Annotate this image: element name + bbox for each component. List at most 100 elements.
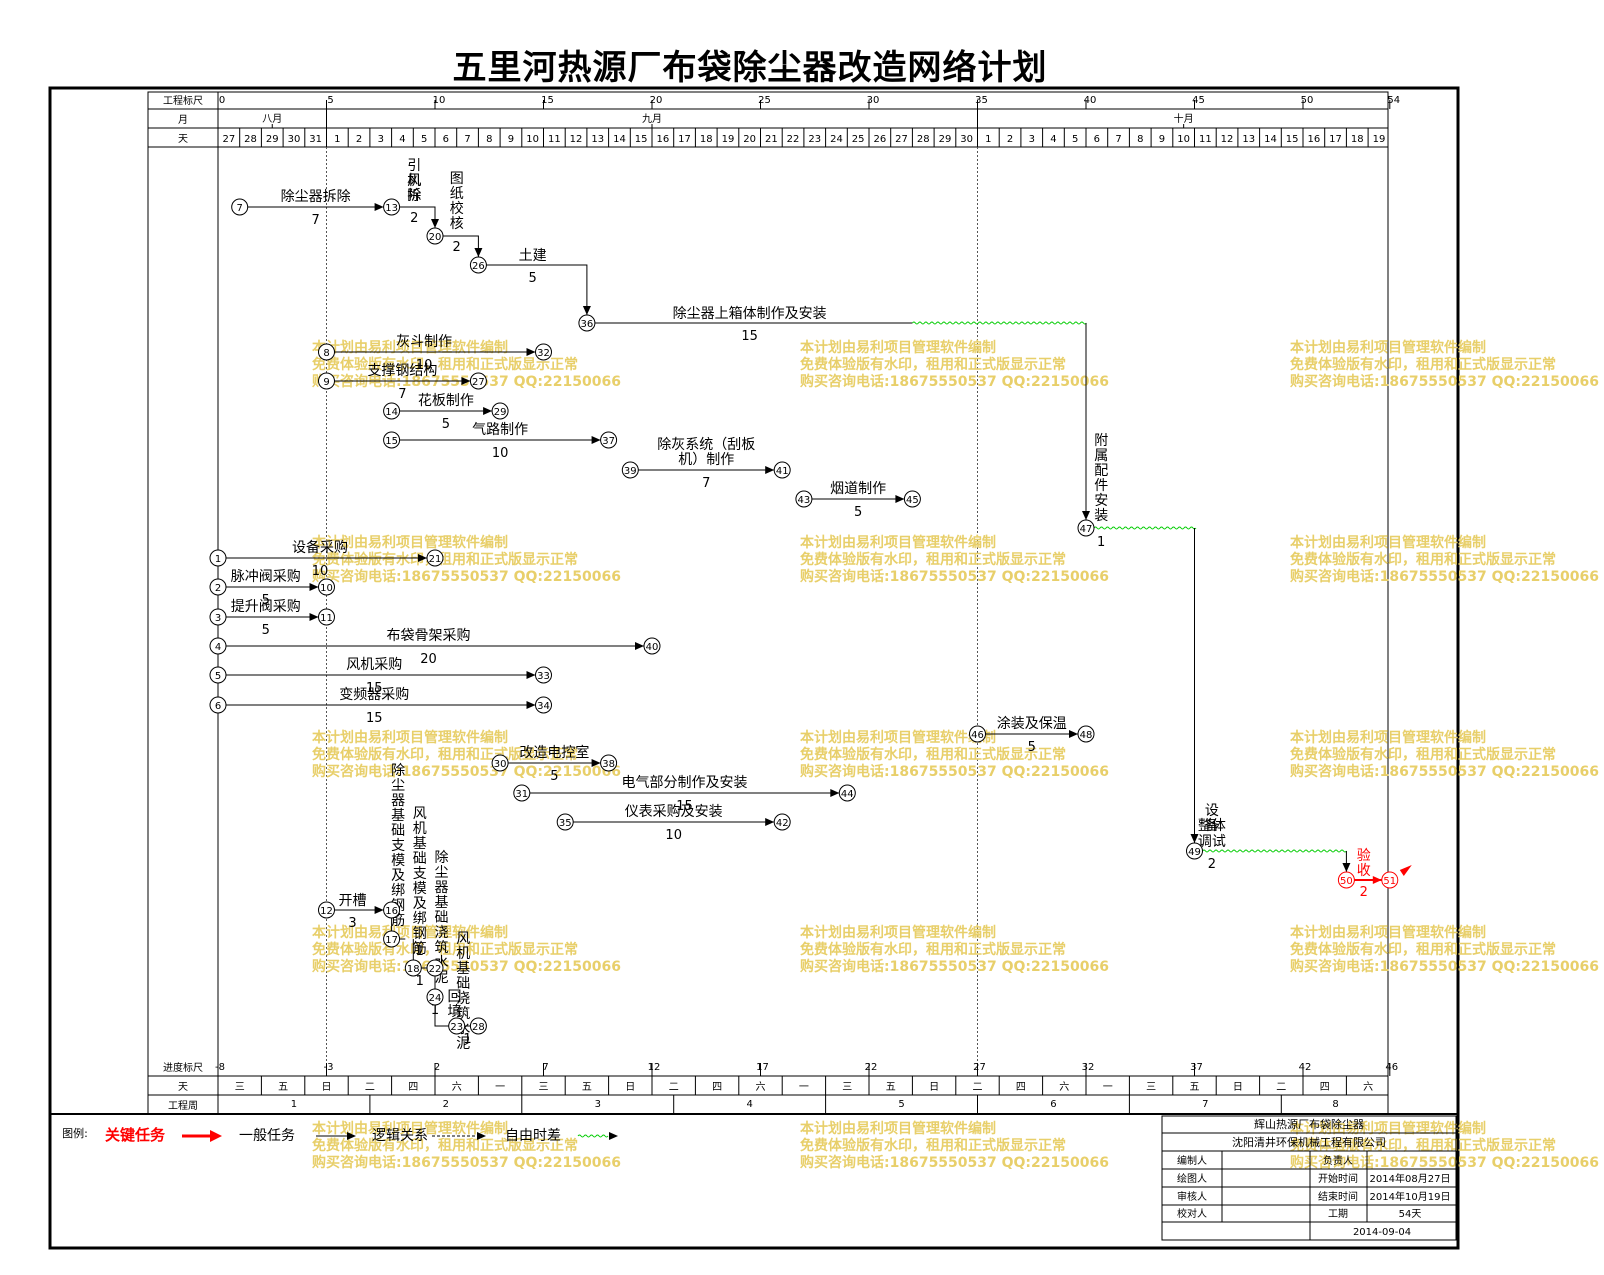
task-name: 风 <box>407 173 421 189</box>
legend-float-label: 自由时差 <box>505 1128 561 1144</box>
progress-tick-label: 7 <box>542 1062 548 1073</box>
task-name: 绑 <box>413 911 427 927</box>
task-name: 支 <box>413 866 427 882</box>
node-number: 22 <box>429 964 442 975</box>
day-label: 2 <box>1007 134 1013 145</box>
node-24: 24 <box>426 988 444 1006</box>
day-label: 10 <box>526 134 539 145</box>
scale-tick-label: 10 <box>433 95 446 106</box>
task-duration: 1 <box>416 974 424 989</box>
scale-tick-label: 5 <box>327 95 333 106</box>
day-label: 3 <box>1029 134 1035 145</box>
task-name: 变频器采购 <box>339 687 409 703</box>
node-13: 13 <box>383 198 401 216</box>
scale-tick-label: 45 <box>1192 95 1205 106</box>
node-number: 36 <box>581 319 594 330</box>
progress-tick-label: -3 <box>324 1062 334 1073</box>
task-name: 绑 <box>391 883 405 899</box>
node-number: 20 <box>429 232 442 243</box>
node-number: 11 <box>320 613 333 624</box>
node-48: 48 <box>1077 725 1095 743</box>
watermark-text: 购买咨询电话:18675550537 QQ:22150066 <box>312 763 621 780</box>
day-label: 30 <box>288 134 301 145</box>
day-label: 22 <box>787 134 800 145</box>
day-label: 9 <box>508 134 514 145</box>
task-duration: 5 <box>442 417 450 432</box>
node-3: 3 <box>209 608 227 626</box>
task-name: 除尘器上箱体制作及安装 <box>673 306 827 322</box>
task-name: 气路制作 <box>472 422 528 438</box>
task-duration: 10 <box>312 564 329 579</box>
task-name: 件 <box>1094 478 1108 494</box>
day-label: 12 <box>570 134 583 145</box>
task-duration: 15 <box>741 329 758 344</box>
node-number: 32 <box>537 348 550 359</box>
node-number: 34 <box>537 701 550 712</box>
progress-row-label: 进度标尺 <box>163 1061 203 1074</box>
node-47: 47 <box>1077 519 1095 537</box>
task-name: 筋 <box>413 940 427 957</box>
weekday-label: 一 <box>799 1082 809 1093</box>
node-41: 41 <box>773 461 791 479</box>
page-title: 五里河热源厂布袋除尘器改造网络计划 <box>452 48 1048 88</box>
day-label: 7 <box>464 134 470 145</box>
node-8: 8 <box>318 343 335 361</box>
node-11: 11 <box>318 608 335 626</box>
watermark-text: 免费体验版有水印，租用和正式版显示正常 <box>312 746 578 763</box>
node-number: 26 <box>472 261 485 272</box>
day-label: 13 <box>591 134 604 145</box>
month-label: 八月 <box>262 113 282 125</box>
node-number: 15 <box>385 436 398 447</box>
day-label: 19 <box>1373 134 1386 145</box>
info-editor-label: 编制人 <box>1177 1154 1207 1167</box>
info-end-label: 结束时间 <box>1318 1190 1358 1203</box>
month-label: 九月 <box>642 113 662 125</box>
weekday-label: 二 <box>365 1082 375 1093</box>
weekday-label: 五 <box>278 1082 288 1093</box>
week-label: 2 <box>443 1099 449 1110</box>
task-duration: 15 <box>366 711 383 726</box>
node-number: 21 <box>429 554 442 565</box>
task-name: 附 <box>1094 433 1108 449</box>
day-label: 17 <box>1329 134 1342 145</box>
watermark-text: 购买咨询电话:18675550537 QQ:22150066 <box>312 958 621 975</box>
task-name: 配 <box>1094 463 1108 479</box>
info-duration-label: 工期 <box>1328 1208 1348 1220</box>
node-number: 51 <box>1383 876 1396 887</box>
weekday-label: 六 <box>1059 1081 1069 1093</box>
progress-tick-label: 37 <box>1190 1062 1203 1073</box>
task-name: 浇 <box>435 925 449 941</box>
node-number: 18 <box>407 964 420 975</box>
task-name: 收 <box>1357 863 1371 879</box>
week-label: 7 <box>1202 1099 1208 1110</box>
task-name: 安 <box>1094 493 1108 509</box>
day-label: 20 <box>743 134 756 145</box>
task-duration: 2 <box>1208 857 1216 872</box>
info-company: 沈阳清井环保机械工程有限公司 <box>1232 1135 1386 1149</box>
node-37: 37 <box>600 431 618 449</box>
task-name: 引 <box>407 158 421 174</box>
node-22: 22 <box>426 959 444 977</box>
node-4: 4 <box>209 637 227 655</box>
node-number: 41 <box>776 466 789 477</box>
node-number: 40 <box>646 642 659 653</box>
free-float-line <box>1202 849 1347 853</box>
task-name: 布袋骨架采购 <box>386 628 470 644</box>
week-label: 1 <box>291 1099 297 1110</box>
weekday-label: 五 <box>582 1082 592 1093</box>
node-number: 48 <box>1080 730 1093 741</box>
task-name: 钢 <box>413 926 427 942</box>
scale-tick-label: 40 <box>1084 95 1097 106</box>
task-name: 筑 <box>435 940 449 956</box>
task-name: 基 <box>456 960 470 977</box>
task-name: 设备采购 <box>292 539 348 556</box>
node-number: 5 <box>215 671 221 682</box>
task-name: 模 <box>413 881 427 897</box>
weekday-label: 一 <box>1103 1082 1113 1093</box>
info-reviewer-label: 审核人 <box>1177 1190 1207 1203</box>
watermark-text: 购买咨询电话:18675550537 QQ:22150066 <box>800 1154 1109 1171</box>
node-number: 23 <box>450 1022 463 1033</box>
watermark-text: 本计划由易利项目管理软件编制 <box>800 339 996 356</box>
